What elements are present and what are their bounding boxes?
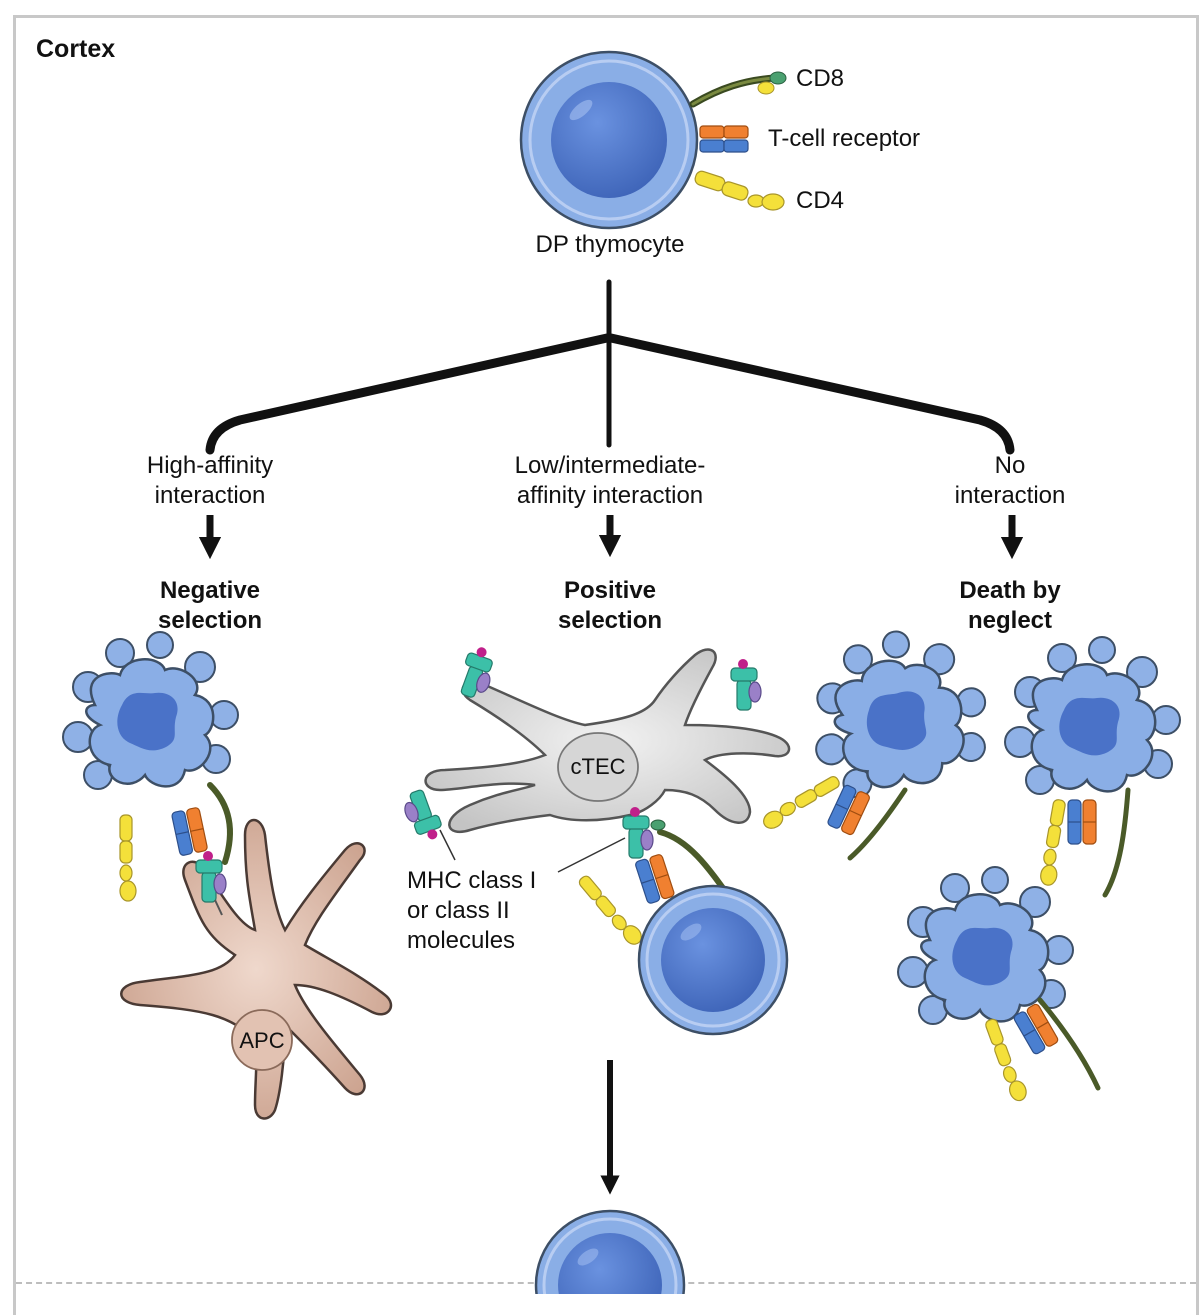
death-by-neglect-line2: neglect [967,607,1053,634]
neglected-thymocyte-3-cd8 [1037,997,1101,1091]
negative-selection-line2: selection [157,607,263,634]
neglected-thymocyte-2-tcr [1067,799,1097,845]
tcr-receptor-icon [699,125,749,153]
dp-thymocyte-cell [519,50,699,230]
high-affinity-label-line2: interaction [154,482,266,509]
cd4-receptor-icon [694,170,785,211]
negative-mhc-stalk [214,899,223,916]
cortex-frame [13,15,1199,1315]
mhc-annotation-line1: MHC class I [407,867,537,894]
low-affinity-label-line1: Low/intermediate- [514,452,706,479]
ctec-label: cTEC [570,754,626,779]
dp-thymocyte-label: DP thymocyte [535,231,685,258]
branch-lines [205,279,1015,455]
ctec-mhc-left [399,786,446,846]
ctec-cell [424,648,791,833]
mhc-callout-line-2 [557,837,626,873]
no-interaction-label-line2: interaction [954,482,1066,509]
neglected-thymocyte-2-cd4 [1038,798,1071,888]
negative-tcr-icon [170,806,209,857]
cd8-label: CD8 [796,65,845,92]
mhc-annotation-line2: or class II [407,897,510,924]
neglected-thymocyte-3 [896,865,1075,1026]
death-by-neglect-line1: Death by [959,577,1061,604]
tcr-label: T-cell receptor [768,125,921,152]
positive-selection-line2: selection [557,607,663,634]
neglected-thymocyte-2 [1003,635,1182,796]
ctec-mhc-top-right [730,658,762,711]
apc-label: APC [239,1028,285,1053]
positive-selection-line1: Positive [563,577,657,604]
mature-thymocyte [534,1209,686,1294]
positive-cd8-tip [650,819,666,831]
mhc-annotation-line3: molecules [407,927,516,954]
positive-tcr-icon [634,853,676,905]
low-affinity-label-line2: affinity interaction [516,482,704,509]
selected-thymocyte [637,884,789,1036]
neglected-thymocyte-3-tcr [1012,1002,1060,1056]
negative-selection-thymocyte [61,630,240,791]
neglected-thymocyte-1-cd8 [847,787,908,861]
positive-cd4-icon [576,870,646,949]
cd4-label: CD4 [796,187,845,214]
negative-cd4-icon [119,814,137,902]
mhc-callout-line-1 [439,829,456,861]
negative-cd8-icon [207,782,233,865]
high-affinity-label-line1: High-affinity [146,452,274,479]
region-title: Cortex [36,35,116,63]
negative-selection-line1: Negative [159,577,261,604]
neglected-thymocyte-2-cd8 [1102,787,1131,898]
apc-cell [120,818,393,1120]
cd8-receptor-icon [689,71,787,108]
neglected-thymocyte-1 [796,616,1000,805]
no-interaction-label-line1: No [994,452,1026,479]
